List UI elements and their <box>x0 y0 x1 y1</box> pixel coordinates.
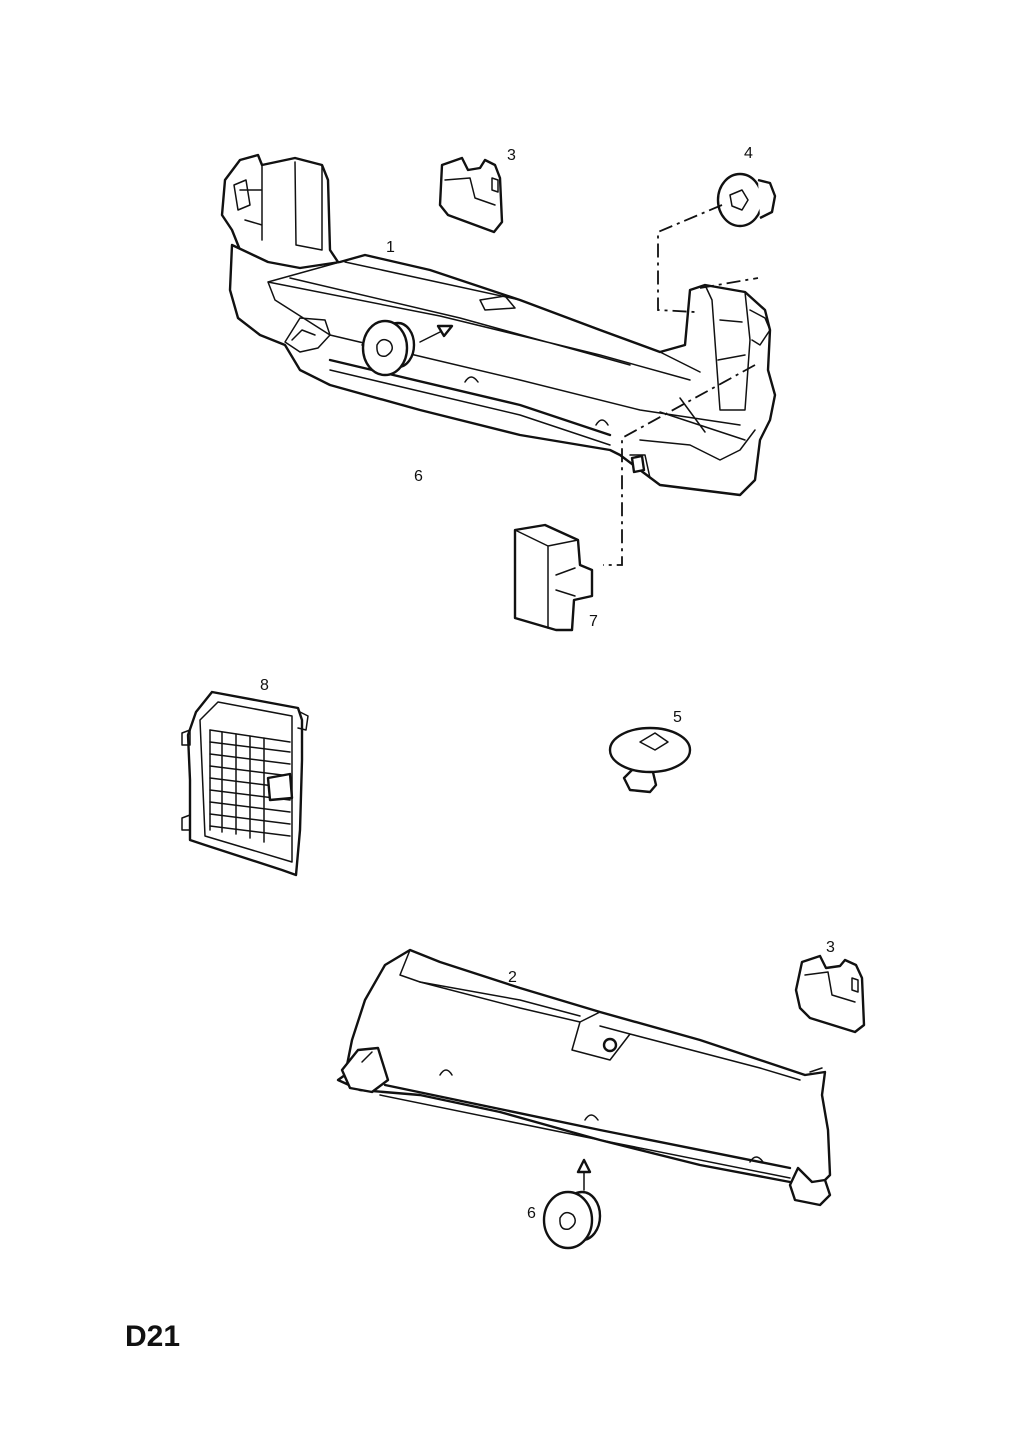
callout-4: 4 <box>744 145 753 162</box>
callout-1: 1 <box>386 239 395 256</box>
part-1-upper-trim-panel[interactable] <box>220 153 777 497</box>
part-2-lower-trim-panel[interactable] <box>336 948 832 1207</box>
leader-part-4-tail <box>699 277 759 289</box>
part-8-speaker-grille[interactable] <box>181 690 309 877</box>
callout-6-lower: 6 <box>527 1205 536 1222</box>
part-6-grommet-lower[interactable] <box>542 1190 602 1250</box>
callout-8: 8 <box>260 677 269 694</box>
arrowhead-part-6-lower <box>576 1158 592 1174</box>
callout-2: 2 <box>508 969 517 986</box>
arrowhead-part-6-upper <box>436 324 454 338</box>
part-6-grommet-upper[interactable] <box>361 319 416 377</box>
page-code-label: D21 <box>125 1320 181 1353</box>
part-5-fastener[interactable] <box>608 726 692 794</box>
callout-3-upper: 3 <box>507 147 516 164</box>
leader-part-4 <box>657 204 723 313</box>
callout-7: 7 <box>589 613 598 630</box>
part-3-clip-lower[interactable] <box>794 954 866 1034</box>
part-4-push-clip[interactable] <box>716 172 777 228</box>
callout-6-upper: 6 <box>414 468 423 485</box>
part-7-block[interactable] <box>513 523 594 632</box>
callout-5: 5 <box>673 709 682 726</box>
part-3-clip-upper[interactable] <box>438 156 504 234</box>
callout-3-lower: 3 <box>826 939 835 956</box>
leader-part-7 <box>603 364 756 566</box>
